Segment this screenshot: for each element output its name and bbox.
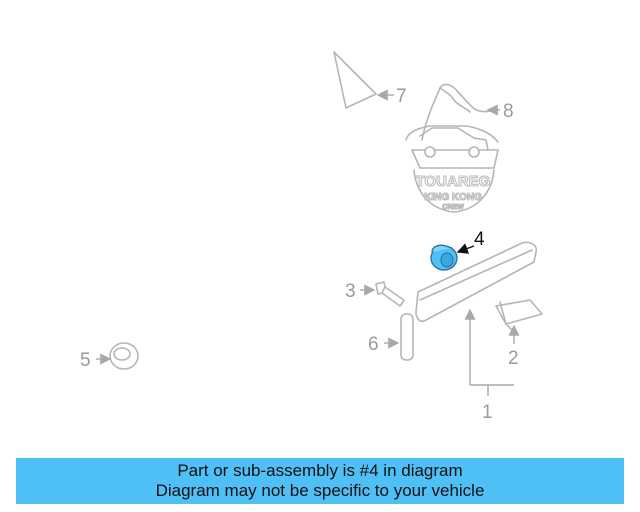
callout-4: 4 xyxy=(474,229,485,250)
callout-6: 6 xyxy=(368,334,379,355)
info-banner: Part or sub-assembly is #4 in diagram Di… xyxy=(16,458,624,504)
part-1-door-molding[interactable] xyxy=(415,241,538,396)
emblem-line-2: KING KONG xyxy=(424,192,482,203)
part-6-strip[interactable] xyxy=(384,313,414,361)
banner-line-2: Diagram may not be specific to your vehi… xyxy=(155,481,485,500)
part-3-bolt[interactable] xyxy=(360,281,405,307)
callout-8: 8 xyxy=(503,101,514,122)
callout-7: 7 xyxy=(396,86,407,107)
emblem-line-3: CREW xyxy=(442,204,464,211)
callout-1: 1 xyxy=(482,402,493,423)
part-5-plug[interactable] xyxy=(96,342,139,370)
banner-line-1: Part or sub-assembly is #4 in diagram xyxy=(177,461,463,480)
callout-2: 2 xyxy=(508,348,519,369)
part-4-clip[interactable] xyxy=(430,243,475,271)
callout-3: 3 xyxy=(345,281,356,302)
parts-diagram: 7 TOUAREG KING KONG CREW 8 4 1 2 xyxy=(80,51,543,423)
part-8-emblem[interactable]: TOUAREG KING KONG CREW xyxy=(405,83,500,213)
callout-5: 5 xyxy=(80,350,91,371)
part-2-bracket[interactable] xyxy=(495,299,543,344)
emblem-line-1: TOUAREG xyxy=(416,173,491,190)
part-7-mirror-patch[interactable] xyxy=(333,51,394,109)
